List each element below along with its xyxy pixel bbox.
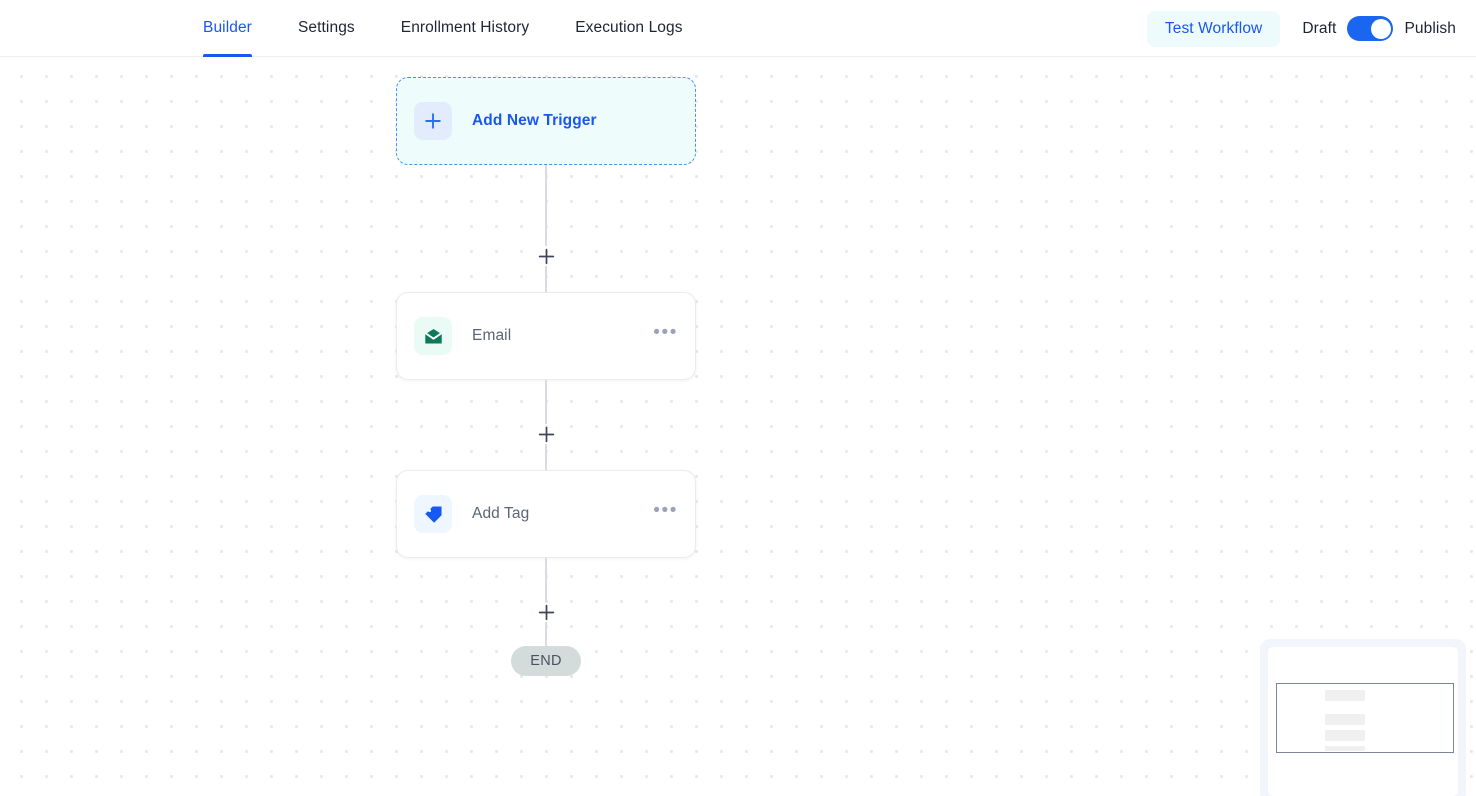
tab-settings-label: Settings bbox=[297, 19, 355, 36]
minimap-node bbox=[1325, 730, 1365, 741]
connector-line bbox=[545, 165, 547, 246]
node-email[interactable]: Email ••• bbox=[396, 292, 696, 380]
minimap-frame[interactable] bbox=[1260, 639, 1466, 796]
add-new-trigger-label: Add New Trigger bbox=[472, 112, 597, 129]
add-step-button-2[interactable] bbox=[536, 424, 556, 444]
publish-label: Publish bbox=[1404, 19, 1456, 37]
publish-toggle[interactable] bbox=[1347, 16, 1394, 41]
connector-line bbox=[545, 266, 547, 292]
tab-bar: Builder Settings Enrollment History Exec… bbox=[203, 0, 683, 57]
minimap-node bbox=[1325, 690, 1365, 701]
connector-line bbox=[545, 558, 547, 602]
flow-canvas[interactable]: Add New Trigger bbox=[0, 57, 1476, 796]
draft-label: Draft bbox=[1302, 19, 1337, 37]
test-workflow-button[interactable]: Test Workflow bbox=[1146, 10, 1281, 47]
tab-enrollment-history-label: Enrollment History bbox=[400, 19, 530, 36]
publish-toggle-group: Draft Publish bbox=[1302, 16, 1456, 41]
connector-email-to-addtag bbox=[396, 380, 696, 470]
add-step-button-3[interactable] bbox=[536, 602, 556, 622]
plus-icon bbox=[414, 102, 452, 140]
app-header: Builder Settings Enrollment History Exec… bbox=[0, 0, 1476, 57]
connector-line bbox=[545, 622, 547, 646]
envelope-icon bbox=[414, 317, 452, 355]
minimap[interactable] bbox=[1268, 647, 1458, 796]
node-add-tag[interactable]: Add Tag ••• bbox=[396, 470, 696, 558]
tab-execution-logs[interactable]: Execution Logs bbox=[575, 0, 682, 57]
add-step-button-1[interactable] bbox=[536, 246, 556, 266]
connector-trigger-to-email bbox=[396, 165, 696, 292]
node-add-tag-menu-icon[interactable]: ••• bbox=[653, 499, 678, 521]
end-badge-wrap: END bbox=[396, 646, 696, 676]
end-badge: END bbox=[511, 646, 581, 676]
tab-execution-logs-label: Execution Logs bbox=[575, 19, 683, 36]
node-email-menu-icon[interactable]: ••• bbox=[653, 321, 678, 343]
minimap-node bbox=[1325, 746, 1365, 751]
add-new-trigger-card[interactable]: Add New Trigger bbox=[396, 77, 696, 165]
tab-builder[interactable]: Builder bbox=[203, 0, 252, 57]
tag-icon bbox=[414, 495, 452, 533]
connector-addtag-to-end bbox=[396, 558, 696, 646]
minimap-node bbox=[1325, 714, 1365, 725]
tab-enrollment-history[interactable]: Enrollment History bbox=[401, 0, 529, 57]
node-email-label: Email bbox=[472, 327, 512, 344]
toggle-knob bbox=[1370, 18, 1391, 39]
tab-builder-label: Builder bbox=[203, 19, 252, 36]
flow-column: Add New Trigger bbox=[396, 77, 696, 676]
tab-settings[interactable]: Settings bbox=[298, 0, 355, 57]
node-add-tag-label: Add Tag bbox=[472, 505, 530, 522]
header-actions: Test Workflow Draft Publish bbox=[1146, 0, 1456, 57]
connector-line bbox=[545, 380, 547, 424]
connector-line bbox=[545, 444, 547, 470]
minimap-viewport[interactable] bbox=[1276, 683, 1454, 753]
